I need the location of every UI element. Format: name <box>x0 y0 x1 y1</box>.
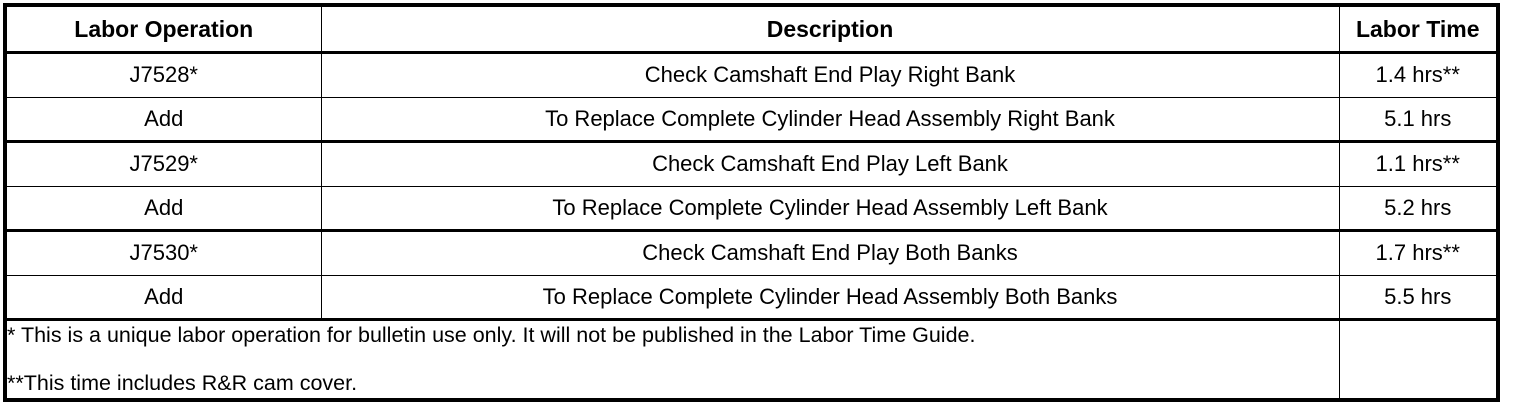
cell-labor-operation: J7530* <box>4 230 322 276</box>
cell-labor-operation: J7528* <box>4 52 322 98</box>
footnote-single-asterisk: * This is a unique labor operation for b… <box>7 323 976 347</box>
table-row: Add To Replace Complete Cylinder Head As… <box>4 96 1499 143</box>
labor-operations-table: Labor Operation Description Labor Time J… <box>3 3 1500 402</box>
table-row: J7529* Check Camshaft End Play Left Bank… <box>4 141 1499 187</box>
cell-labor-time: 1.1 hrs** <box>1338 141 1499 187</box>
column-header-labor-time: Labor Time <box>1338 4 1499 54</box>
cell-description: Check Camshaft End Play Right Bank <box>320 52 1340 98</box>
footnote-empty-cell <box>1338 318 1499 401</box>
table-header: Labor Operation Description Labor Time <box>4 4 1499 54</box>
cell-labor-operation: J7529* <box>4 141 322 187</box>
footnote-cell: * This is a unique labor operation for b… <box>4 318 1340 401</box>
table-row: Add To Replace Complete Cylinder Head As… <box>4 274 1499 321</box>
labor-operations-table-container: Labor Operation Description Labor Time J… <box>3 3 1500 402</box>
cell-labor-time: 5.5 hrs <box>1338 274 1499 321</box>
cell-labor-time: 5.2 hrs <box>1338 185 1499 232</box>
cell-labor-time: 5.1 hrs <box>1338 96 1499 143</box>
cell-labor-operation: Add <box>4 185 322 232</box>
table-row: Add To Replace Complete Cylinder Head As… <box>4 185 1499 232</box>
cell-description: To Replace Complete Cylinder Head Assemb… <box>320 185 1340 232</box>
footnote-row: * This is a unique labor operation for b… <box>4 318 1499 401</box>
cell-labor-operation: Add <box>4 274 322 321</box>
footnote-double-asterisk: **This time includes R&R cam cover. <box>7 370 358 395</box>
table-body: J7528* Check Camshaft End Play Right Ban… <box>4 52 1499 401</box>
cell-labor-operation: Add <box>4 96 322 143</box>
cell-labor-time: 1.7 hrs** <box>1338 230 1499 276</box>
cell-description: Check Camshaft End Play Left Bank <box>320 141 1340 187</box>
column-header-labor-operation: Labor Operation <box>4 4 322 54</box>
cell-labor-time: 1.4 hrs** <box>1338 52 1499 98</box>
table-row: J7530* Check Camshaft End Play Both Bank… <box>4 230 1499 276</box>
footnote-spacer <box>7 347 1339 373</box>
column-header-description: Description <box>320 4 1340 54</box>
cell-description: To Replace Complete Cylinder Head Assemb… <box>320 96 1340 143</box>
cell-description: To Replace Complete Cylinder Head Assemb… <box>320 274 1340 321</box>
cell-description: Check Camshaft End Play Both Banks <box>320 230 1340 276</box>
table-row: J7528* Check Camshaft End Play Right Ban… <box>4 52 1499 98</box>
header-row: Labor Operation Description Labor Time <box>4 4 1499 54</box>
